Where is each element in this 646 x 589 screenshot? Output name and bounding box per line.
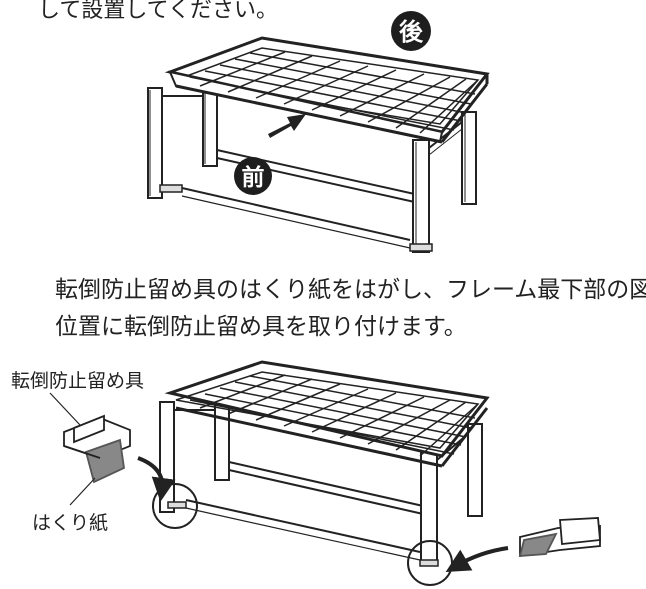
label-stopper: 転倒防止留め具 — [11, 370, 145, 392]
instruction-line-2: 位置に転倒防止留め具を取り付けます。 — [55, 314, 467, 340]
wire-basket-bottom — [164, 360, 490, 468]
push-arrow — [268, 114, 306, 138]
rack-figure-top — [147, 36, 490, 253]
attach-arrow-left — [137, 456, 176, 502]
instruction-paragraph: 転倒防止留め具のはくり紙をはがし、フレーム最下部の図の 位置に転倒防止留め具を取… — [55, 272, 646, 346]
bottom-rails-lower — [185, 461, 433, 561]
back-badge-label: 後 — [399, 18, 424, 46]
leader-line-paper — [69, 477, 96, 506]
left-frame — [147, 87, 218, 199]
stopper-part-right — [518, 517, 601, 558]
label-release-paper: はくり紙 — [32, 512, 109, 534]
front-badge: 前 — [234, 157, 272, 195]
attach-arrow-right — [445, 546, 509, 573]
stopper-part-left — [63, 414, 131, 484]
back-badge: 後 — [391, 11, 431, 51]
leader-line-stopper — [49, 392, 81, 426]
rack-figure-bottom — [49, 360, 601, 586]
bottom-rails — [181, 149, 429, 249]
right-frame — [409, 111, 477, 253]
instruction-line-1: 転倒防止留め具のはくり紙をはがし、フレーム最下部の図の — [55, 277, 646, 303]
front-badge-label: 前 — [242, 164, 265, 191]
wire-basket — [164, 36, 490, 144]
instruction-text-top: して設置してください。 — [38, 0, 279, 23]
